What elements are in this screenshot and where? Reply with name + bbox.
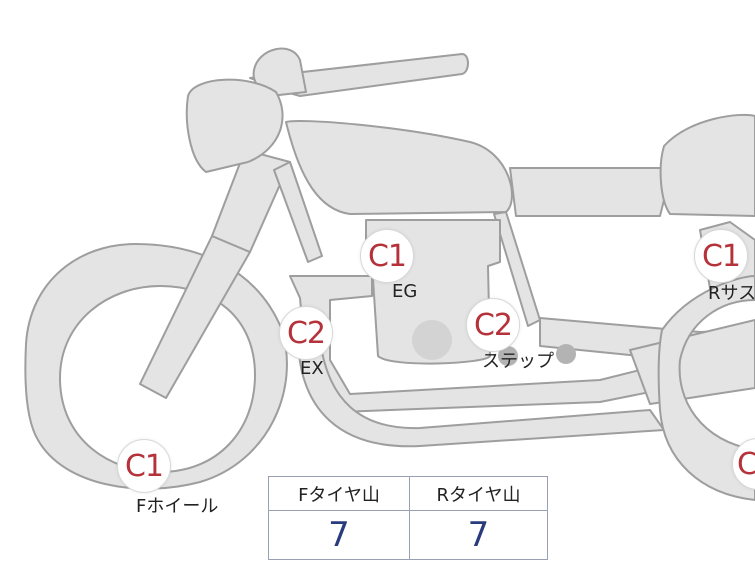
engine-cover-circle xyxy=(412,320,452,360)
tire-tread-table: Fタイヤ山 Rタイヤ山 7 7 xyxy=(268,476,548,560)
badge-rsus: C1 xyxy=(694,229,748,283)
label-step: ステップ xyxy=(482,351,554,372)
badge-eg: C1 xyxy=(360,229,414,283)
front-tire-tread-value: 7 xyxy=(328,514,350,555)
badge-rwheel: C xyxy=(732,438,755,490)
step-peg xyxy=(556,344,576,364)
badge-step: C2 xyxy=(466,298,520,352)
badge-fwheel: C1 xyxy=(117,439,171,493)
label-rsus: Rサス xyxy=(708,283,755,304)
rear-tire-tread-header: Rタイヤ山 xyxy=(436,484,521,506)
front-tire-tread-header: Fタイヤ山 xyxy=(298,484,380,506)
badge-rwheel-code: C xyxy=(737,446,755,482)
badge-rsus-code: C1 xyxy=(701,238,741,274)
label-eg: EG xyxy=(392,281,418,302)
rear-wheel xyxy=(657,275,755,501)
rear-tire-tread-value: 7 xyxy=(467,514,490,555)
badge-ex-code: C2 xyxy=(286,315,326,351)
front-wheel xyxy=(24,243,288,490)
label-ex: EX xyxy=(300,358,324,379)
badge-ex: C2 xyxy=(279,306,333,360)
badge-eg-code: C1 xyxy=(367,238,407,274)
frame xyxy=(273,161,323,263)
step-peg xyxy=(498,346,518,366)
label-fwheel: Fホイール xyxy=(136,496,219,517)
badge-fwheel-code: C1 xyxy=(124,448,164,484)
seat xyxy=(509,167,665,217)
badge-step-code: C2 xyxy=(473,307,513,343)
fuel-tank xyxy=(285,120,513,215)
headlight xyxy=(185,78,284,173)
